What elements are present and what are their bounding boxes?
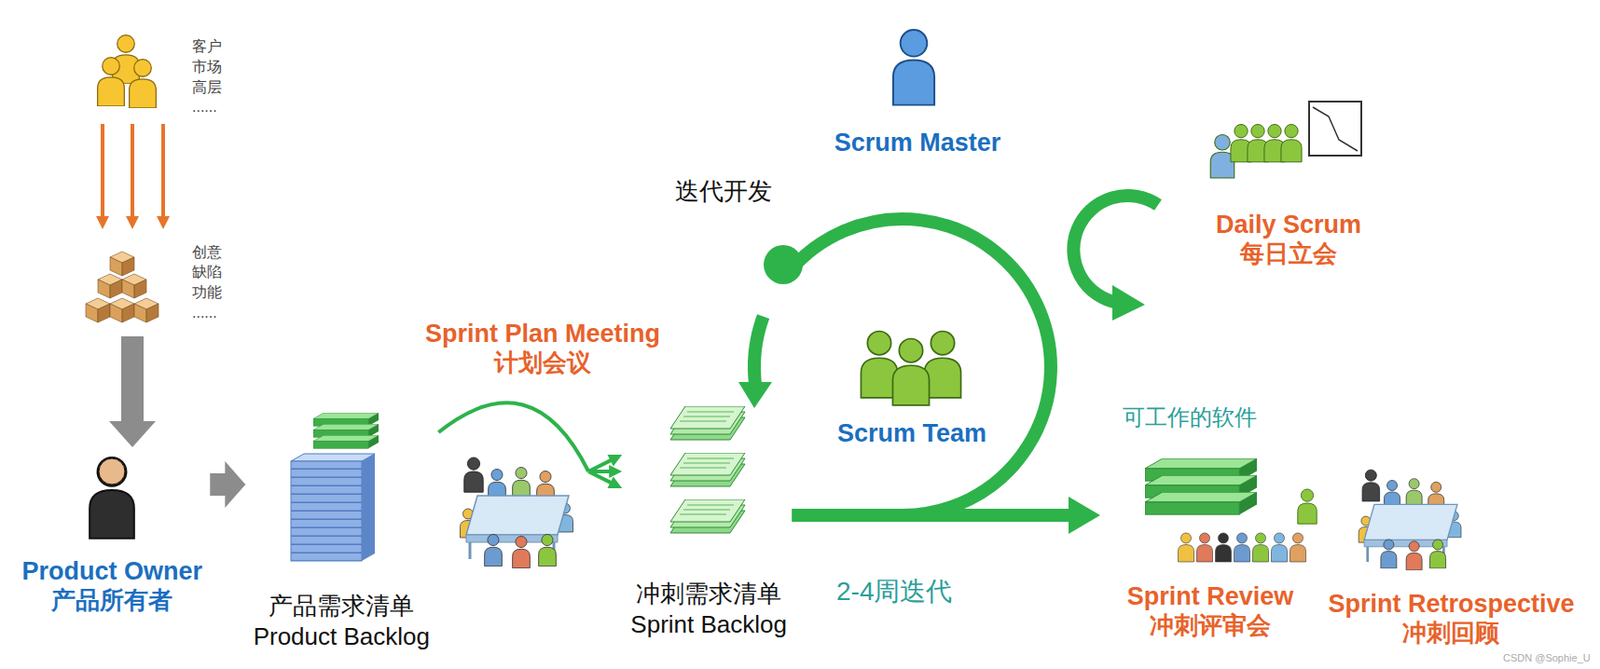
box-pile (85, 251, 159, 323)
node-text: 计划会议 (494, 348, 592, 378)
annotation-label: 迭代开发 (675, 177, 773, 207)
diagram-node: Product Owner产品所有者 (16, 452, 207, 621)
arrowhead (224, 461, 246, 509)
flow-arrow (438, 402, 622, 489)
diagram-node: Scrum Master (824, 22, 1011, 163)
burndown-chart (1309, 101, 1362, 156)
connector-line (791, 509, 1072, 523)
node-text: 产品所有者 (51, 586, 173, 616)
connector-line (209, 473, 227, 497)
node-text: Daily Scrum (1215, 209, 1362, 240)
arrowhead (96, 216, 110, 230)
node-text: Sprint Review (1127, 581, 1295, 612)
diagram-node: 冲刺需求清单Sprint Backlog (625, 399, 792, 644)
planning-meeting-figure (460, 457, 574, 569)
watermark: CSDN @Sophie_U (1503, 652, 1591, 665)
loop-arrowhead (738, 382, 773, 409)
connector-line (100, 124, 105, 218)
node-text: Product Owner (21, 556, 203, 587)
diagram-node: Daily Scrum每日立会 (1201, 96, 1376, 274)
sprint-backlog-sheets (670, 406, 745, 534)
annotation-label: 2-4周迭代 (836, 576, 952, 608)
flow-arrow (109, 336, 156, 448)
diagram-node: 创意 缺陷 功能 ...... (83, 233, 236, 332)
diagram-node: Sprint Retrospective冲刺回顾 (1323, 456, 1580, 653)
diagram-node: Sprint Plan Meeting计划会议 (416, 318, 669, 383)
node-text: Sprint Backlog (630, 609, 787, 641)
arrowhead (607, 476, 623, 489)
product-backlog-stack (290, 413, 379, 562)
node-text: 创意 缺陷 功能 ...... (192, 242, 228, 323)
arrowhead (156, 216, 170, 230)
diagram-node: Scrum Team (818, 320, 1006, 454)
flow-arrow (791, 496, 1101, 535)
daily-loop (1073, 195, 1159, 304)
arrowhead (109, 421, 156, 448)
node-text: Sprint Plan Meeting (425, 318, 661, 349)
product-owner-figure (89, 457, 135, 539)
node-text: 冲刺回顾 (1402, 619, 1500, 649)
loop-start-dot (763, 245, 803, 285)
node-text: Scrum Team (837, 418, 987, 449)
connector-line (588, 460, 612, 472)
node-text: Sprint Retrospective (1327, 589, 1574, 620)
flow-arrow (96, 124, 170, 230)
connector-curve (438, 402, 589, 472)
sprint-review-figure (1144, 458, 1317, 563)
annotation-label: 可工作的软件 (1122, 404, 1257, 432)
retrospective-meeting-figure (1358, 469, 1462, 571)
flow-arrow (209, 461, 246, 509)
daily-scrum-figure (1210, 124, 1302, 180)
connector-line (121, 336, 144, 425)
burndown-line (1312, 107, 1358, 152)
diagram-node: 产品需求清单Product Backlog (248, 410, 435, 656)
node-text: 客户 市场 高层 ...... (192, 36, 228, 117)
diagram-node: Sprint Review冲刺评审会 (1100, 453, 1321, 646)
stakeholder-group (97, 35, 157, 109)
iteration-loop (754, 219, 1051, 516)
node-text: 每日立会 (1240, 239, 1338, 269)
node-text: Product Backlog (253, 621, 430, 653)
node-text: Scrum Master (834, 127, 1002, 158)
scrum-team-figure (860, 331, 961, 406)
node-text: 冲刺评审会 (1149, 611, 1271, 641)
connector-line (130, 124, 135, 218)
connector-line (161, 124, 166, 218)
scrum-master-figure (893, 29, 935, 106)
node-text: 产品需求清单 (268, 591, 414, 622)
arrowhead (608, 465, 622, 479)
arrowhead (1068, 496, 1101, 535)
connector-line (588, 471, 612, 483)
diagram-node: 客户 市场 高层 ...... (93, 33, 236, 121)
node-text: 冲刺需求清单 (635, 579, 782, 610)
daily-loop-arrowhead (1112, 285, 1145, 321)
arrowhead (125, 216, 139, 230)
arrowhead (607, 455, 623, 468)
